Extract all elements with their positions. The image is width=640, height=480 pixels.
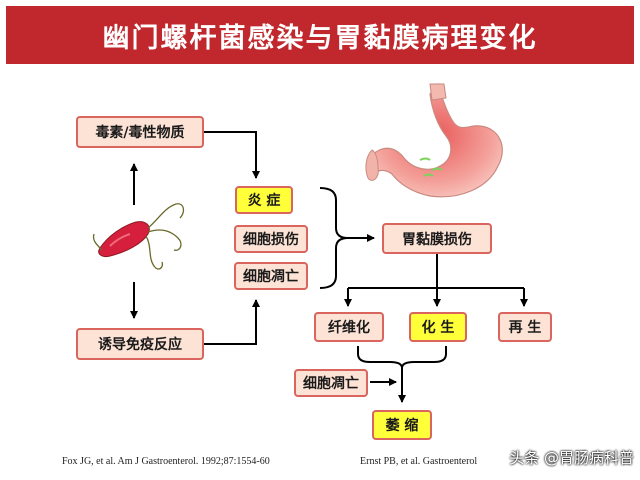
arrow-toxin-to-inflammation bbox=[204, 131, 260, 179]
atrophy-box: 萎 缩 bbox=[372, 410, 432, 440]
fibrosis-box: 纤维化 bbox=[314, 312, 384, 342]
inflammation-box: 炎 症 bbox=[235, 186, 293, 214]
mucosa-damage-box: 胃黏膜损伤 bbox=[382, 223, 492, 254]
helicobacter-pylori-bacterium bbox=[92, 203, 185, 270]
watermark: 头条 @胃肠病科普 bbox=[509, 449, 634, 467]
toxin-box: 毒素/毒性物质 bbox=[76, 116, 204, 148]
grouping-brace bbox=[319, 187, 349, 289]
arrow-immune-to-apoptosis bbox=[204, 299, 260, 345]
cell-damage-box: 细胞损伤 bbox=[234, 225, 308, 253]
regeneration-box: 再 生 bbox=[498, 312, 552, 342]
citation-right: Ernst PB, et al. Gastroenterol bbox=[360, 456, 478, 467]
immune-response-box: 诱导免疫反应 bbox=[76, 328, 204, 360]
metaplasia-box: 化 生 bbox=[409, 312, 467, 342]
cell-apoptosis-box-2: 细胞凋亡 bbox=[294, 369, 368, 397]
citation-left: Fox JG, et al. Am J Gastroenterol. 1992;… bbox=[62, 456, 270, 467]
stomach-illustration bbox=[365, 82, 503, 198]
slide-title: 幽门螺杆菌感染与胃黏膜病理变化 bbox=[6, 6, 634, 64]
cell-apoptosis-box: 细胞凋亡 bbox=[234, 262, 308, 290]
